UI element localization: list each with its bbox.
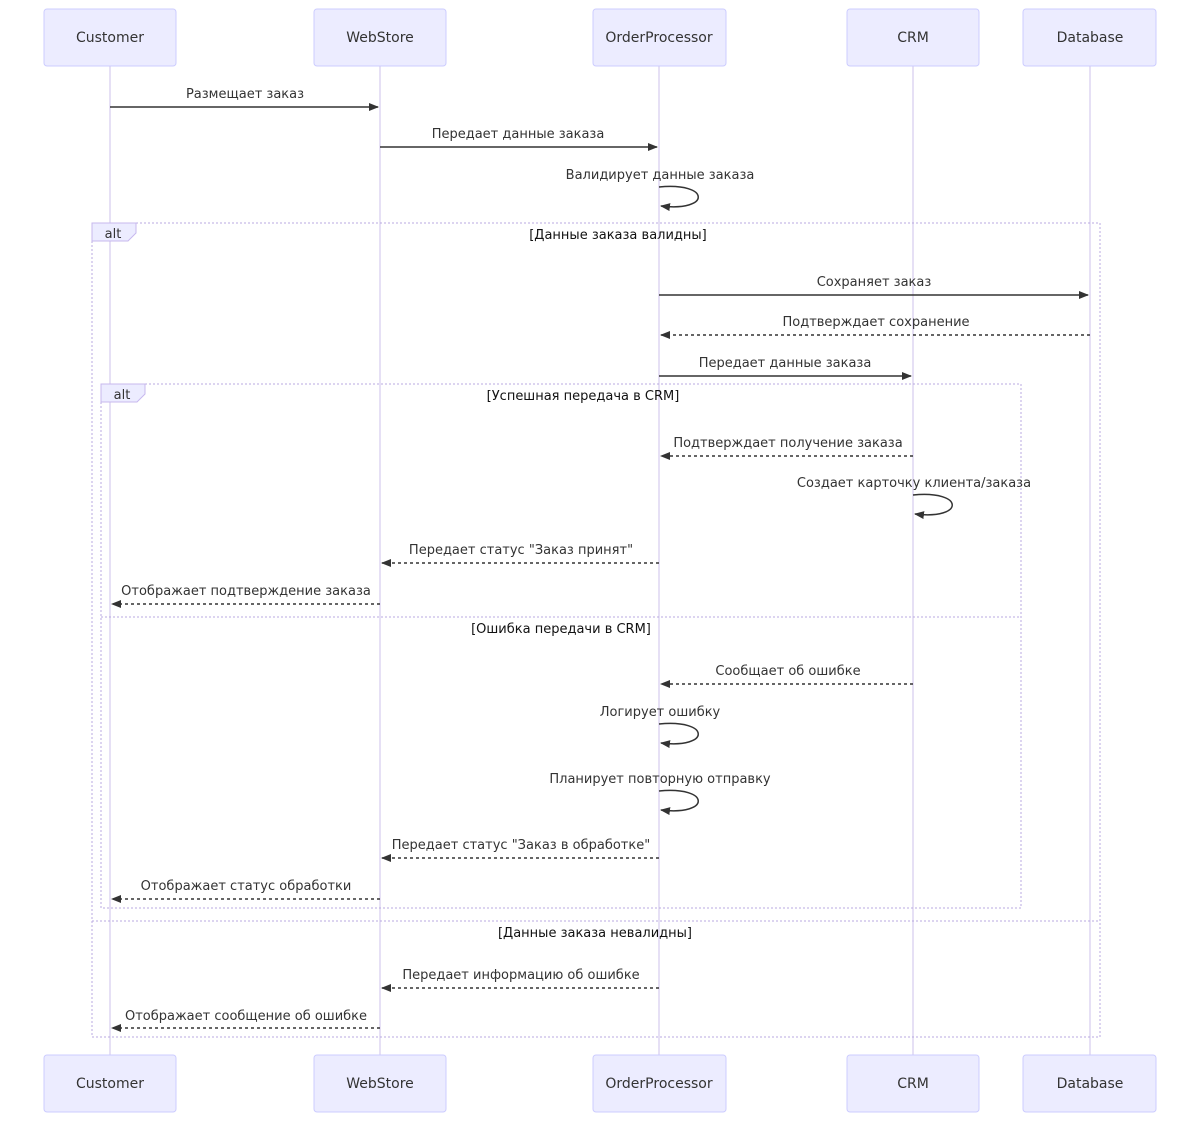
message-label: Подтверждает получение заказа: [673, 436, 902, 451]
actor-database-bottom[interactable]: Database: [1022, 1054, 1157, 1113]
actor-customer-bottom[interactable]: Customer: [43, 1054, 177, 1113]
self-message-arrow: [912, 493, 953, 520]
self-message-arrow: [658, 185, 699, 212]
actor-webstore-top[interactable]: WebStore: [313, 8, 447, 67]
actor-label: Database: [1057, 1076, 1124, 1092]
actor-label: WebStore: [346, 1076, 414, 1092]
actors-top: Customer WebStore OrderProcessor CRM Dat…: [43, 8, 1157, 67]
actor-database-top[interactable]: Database: [1022, 8, 1157, 67]
alt-frame-inner-border: [100, 383, 1022, 909]
message-label: Сохраняет заказ: [817, 275, 932, 290]
actor-label: OrderProcessor: [605, 1076, 712, 1092]
message-label: Передает данные заказа: [432, 127, 605, 142]
actor-label: CRM: [897, 30, 929, 46]
message-label: Сообщает об ошибке: [715, 664, 860, 679]
message-label: Создает карточку клиента/заказа: [797, 476, 1031, 491]
messages: Размещает заказ Передает данные заказа В…: [110, 87, 1090, 1032]
message-label: Передает статус "Заказ принят": [409, 543, 633, 558]
message-label: Валидирует данные заказа: [566, 168, 755, 183]
actor-label: Customer: [76, 1076, 144, 1092]
self-message-arrow: [658, 722, 699, 749]
actor-orderprocessor-top[interactable]: OrderProcessor: [592, 8, 727, 67]
alt-frame-outer-condition-1: [Данные заказа валидны]: [529, 228, 707, 243]
alt-frame-outer-border: [91, 222, 1101, 1038]
actor-label: WebStore: [346, 30, 414, 46]
message-label: Отображает подтверждение заказа: [121, 584, 371, 599]
message-label: Логирует ошибку: [600, 705, 721, 720]
actor-webstore-bottom[interactable]: WebStore: [313, 1054, 447, 1113]
actor-crm-bottom[interactable]: CRM: [846, 1054, 980, 1113]
actor-label: Customer: [76, 30, 144, 46]
actor-crm-top[interactable]: CRM: [846, 8, 980, 67]
message-label: Размещает заказ: [186, 87, 304, 102]
alt-frame-outer-condition-2: [Данные заказа невалидны]: [498, 926, 692, 941]
alt-frame-inner-condition-2: [Ошибка передачи в CRM]: [471, 622, 651, 637]
actor-customer-top[interactable]: Customer: [43, 8, 177, 67]
alt-frame-outer-label: alt: [105, 227, 122, 242]
message-label: Передает данные заказа: [699, 356, 872, 371]
message-label: Отображает статус обработки: [141, 879, 352, 894]
alt-frame-inner-condition-1: [Успешная передача в CRM]: [487, 389, 680, 404]
alt-frame-inner-tab: [100, 383, 146, 403]
actor-orderprocessor-bottom[interactable]: OrderProcessor: [592, 1054, 727, 1113]
message-label: Планирует повторную отправку: [549, 772, 771, 787]
actor-label: OrderProcessor: [605, 30, 712, 46]
message-label: Отображает сообщение об ошибке: [125, 1009, 367, 1024]
alt-frame-outer-tab: [91, 222, 137, 242]
actors-bottom: Customer WebStore OrderProcessor CRM Dat…: [43, 1054, 1157, 1113]
alt-frame-inner-label: alt: [114, 388, 131, 403]
alt-frame-outer: alt [Данные заказа валидны] [Данные зака…: [91, 222, 1101, 1038]
lifelines: [109, 66, 1091, 1055]
actor-label: CRM: [897, 1076, 929, 1092]
message-label: Подтверждает сохранение: [782, 315, 969, 330]
message-label: Передает статус "Заказ в обработке": [392, 838, 650, 853]
alt-frame-inner: alt [Успешная передача в CRM] [Ошибка пе…: [100, 383, 1022, 909]
message-label: Передает информацию об ошибке: [402, 968, 639, 983]
actor-label: Database: [1057, 30, 1124, 46]
self-message-arrow: [658, 789, 699, 816]
